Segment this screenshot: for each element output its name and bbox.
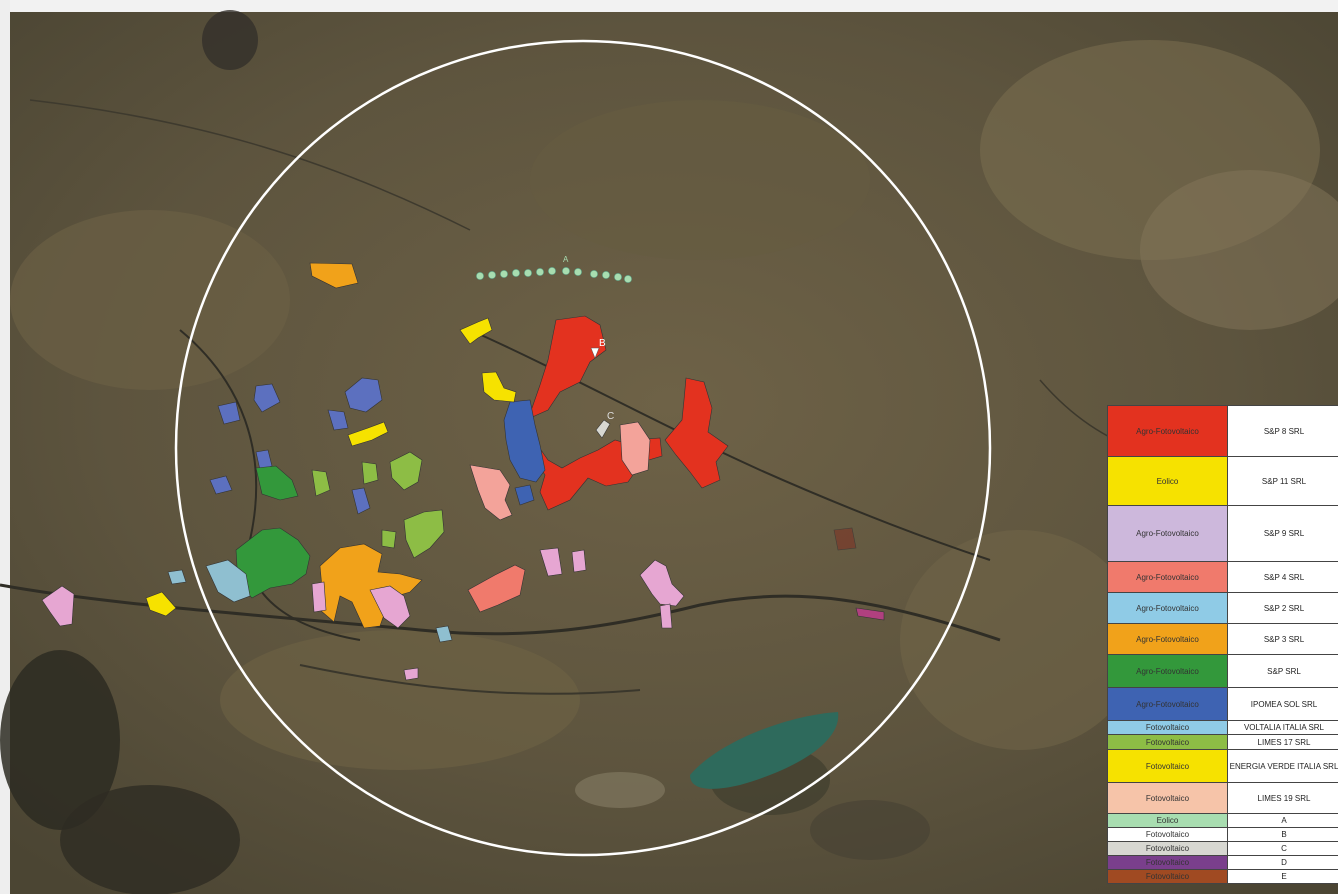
- area-blue-w7: [351, 487, 371, 515]
- legend-owner: B: [1227, 827, 1338, 842]
- area-yellow-3: [347, 421, 389, 447]
- legend-swatch: Agro-Fotovoltaico: [1107, 405, 1228, 457]
- area-blue-w6: [255, 449, 273, 471]
- area-yellow-2: [481, 371, 517, 403]
- area-light-blue-2: [167, 569, 187, 585]
- legend-owner: S&P 3 SRL: [1227, 623, 1338, 655]
- legend-row: Fotovoltaico E: [1107, 869, 1338, 884]
- area-pink-8: [403, 667, 419, 681]
- area-pink-2: [311, 581, 327, 613]
- legend-swatch: Eolico: [1107, 456, 1228, 506]
- legend-row: Agro-Fotovoltaico S&P 3 SRL: [1107, 623, 1338, 655]
- legend-swatch: Fotovoltaico: [1107, 827, 1228, 842]
- legend-row: Agro-Fotovoltaico S&P 9 SRL: [1107, 505, 1338, 562]
- legend-swatch: Fotovoltaico: [1107, 841, 1228, 856]
- marker-b-group: B: [590, 338, 606, 359]
- legend-owner: ENERGIA VERDE ITALIA SRL: [1227, 749, 1338, 783]
- area-lime-4: [311, 469, 331, 497]
- legend-owner: E: [1227, 869, 1338, 884]
- marker-b-label: B: [599, 338, 606, 349]
- legend-row: Agro-Fotovoltaico IPOMEA SOL SRL: [1107, 687, 1338, 721]
- legend-row: Fotovoltaico LIMES 19 SRL: [1107, 782, 1338, 814]
- legend-swatch: Agro-Fotovoltaico: [1107, 623, 1228, 655]
- area-salmon-west: [469, 464, 513, 521]
- area-yellow-4: [145, 591, 177, 617]
- legend-row: Fotovoltaico C: [1107, 841, 1338, 856]
- marker-c-label: C: [607, 411, 614, 422]
- legend-owner: LIMES 17 SRL: [1227, 734, 1338, 750]
- area-green-1: [255, 465, 299, 501]
- legend-owner: S&P 9 SRL: [1227, 505, 1338, 562]
- legend-row: Agro-Fotovoltaico S&P 2 SRL: [1107, 592, 1338, 624]
- legend-owner: C: [1227, 841, 1338, 856]
- area-blue-center-2: [514, 484, 535, 506]
- legend-row: Agro-Fotovoltaico S&P 4 SRL: [1107, 561, 1338, 593]
- area-lime-3: [361, 461, 379, 485]
- plot-areas: [41, 262, 885, 681]
- legend-owner: S&P 8 SRL: [1227, 405, 1338, 457]
- area-lime-1: [389, 451, 423, 491]
- legend-owner: S&P SRL: [1227, 654, 1338, 688]
- legend-swatch: Fotovoltaico: [1107, 749, 1228, 783]
- area-pink-1: [369, 585, 411, 629]
- legend-row: Fotovoltaico LIMES 17 SRL: [1107, 734, 1338, 750]
- marker-b-icon: [590, 347, 600, 359]
- area-pink-5: [571, 549, 587, 573]
- area-blue-w4: [253, 383, 281, 413]
- legend-row: Agro-Fotovoltaico S&P 8 SRL: [1107, 405, 1338, 457]
- area-purple-east: [855, 607, 885, 621]
- legend-row: Fotovoltaico B: [1107, 827, 1338, 842]
- area-blue-center: [503, 399, 546, 483]
- legend-swatch: Fotovoltaico: [1107, 869, 1228, 884]
- legend-swatch: Fotovoltaico: [1107, 720, 1228, 735]
- area-blue-w1: [344, 377, 383, 413]
- marker-a-label: A: [563, 255, 569, 264]
- legend-row: Fotovoltaico VOLTALIA ITALIA SRL: [1107, 720, 1338, 735]
- legend-table: Agro-Fotovoltaico S&P 8 SRL Eolico S&P 1…: [1107, 405, 1338, 884]
- legend-swatch: Agro-Fotovoltaico: [1107, 592, 1228, 624]
- area-lime-5: [381, 529, 397, 549]
- legend-swatch: Agro-Fotovoltaico: [1107, 505, 1228, 562]
- legend-swatch: Agro-Fotovoltaico: [1107, 654, 1228, 688]
- legend-owner: S&P 2 SRL: [1227, 592, 1338, 624]
- legend-swatch: Agro-Fotovoltaico: [1107, 687, 1228, 721]
- legend-owner: D: [1227, 855, 1338, 870]
- legend-owner: S&P 4 SRL: [1227, 561, 1338, 593]
- area-pink-3: [41, 585, 75, 627]
- area-light-blue-1: [205, 559, 251, 603]
- wind-turbines-a: [476, 267, 632, 283]
- legend-owner: LIMES 19 SRL: [1227, 782, 1338, 814]
- area-pink-4: [539, 547, 563, 577]
- area-salmon-south: [467, 564, 526, 613]
- legend-row: Fotovoltaico D: [1107, 855, 1338, 870]
- legend-owner: S&P 11 SRL: [1227, 456, 1338, 506]
- legend-row: Fotovoltaico ENERGIA VERDE ITALIA SRL: [1107, 749, 1338, 783]
- legend-owner: VOLTALIA ITALIA SRL: [1227, 720, 1338, 735]
- legend-swatch: Fotovoltaico: [1107, 782, 1228, 814]
- area-blue-w2: [327, 409, 349, 431]
- area-pink-6: [639, 559, 685, 607]
- area-light-blue-3: [435, 625, 453, 643]
- area-blue-w5: [209, 475, 233, 495]
- area-lime-2: [403, 509, 445, 559]
- area-grey-c: [595, 419, 611, 439]
- area-blue-w3: [217, 401, 241, 425]
- buffer-circle: [174, 39, 992, 857]
- legend-row: Agro-Fotovoltaico S&P SRL: [1107, 654, 1338, 688]
- legend-swatch: Fotovoltaico: [1107, 855, 1228, 870]
- legend-swatch: Eolico: [1107, 813, 1228, 828]
- area-brown-east: [833, 527, 857, 551]
- legend-owner: A: [1227, 813, 1338, 828]
- area-orange-north: [309, 262, 359, 289]
- legend-row: Eolico S&P 11 SRL: [1107, 456, 1338, 506]
- legend-swatch: Agro-Fotovoltaico: [1107, 561, 1228, 593]
- legend-owner: IPOMEA SOL SRL: [1227, 687, 1338, 721]
- area-salmon-mid: [619, 421, 651, 476]
- area-pink-7: [659, 603, 673, 629]
- area-yellow-1: [459, 317, 493, 345]
- area-red-east: [664, 377, 729, 489]
- legend-row: Eolico A: [1107, 813, 1338, 828]
- legend-swatch: Fotovoltaico: [1107, 734, 1228, 750]
